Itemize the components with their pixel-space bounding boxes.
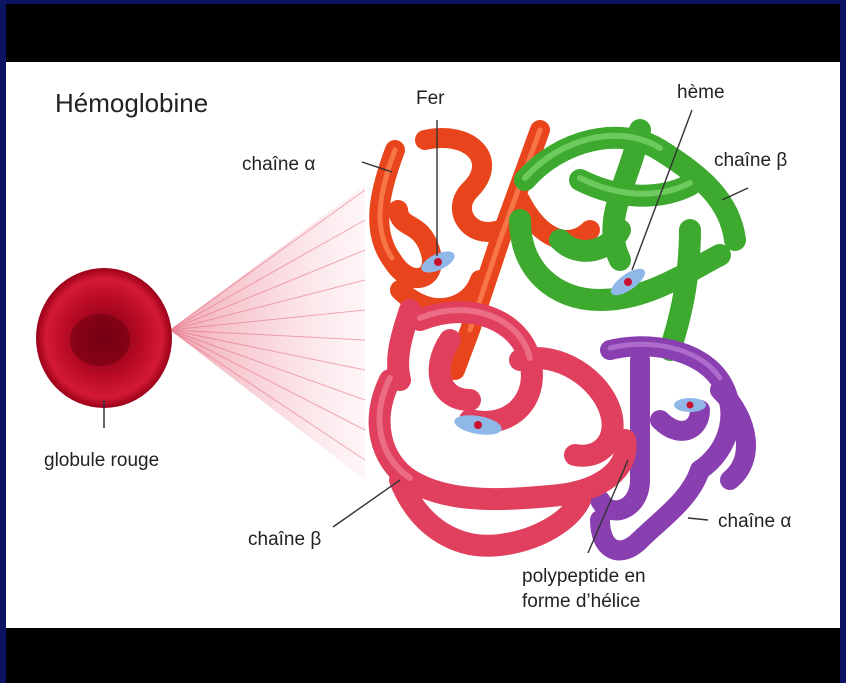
beta-chain-top (520, 130, 735, 350)
beta-chain-bottom (380, 310, 626, 546)
label-alpha-chain-top: chaîne α (242, 154, 315, 175)
red-blood-cell (36, 268, 172, 428)
label-red-blood-cell: globule rouge (44, 450, 159, 471)
zoom-fan (170, 185, 365, 480)
label-heme: hème (677, 82, 725, 103)
label-helix-line-2: forme d’hélice (522, 591, 640, 612)
label-alpha-chain-bottom: chaîne α (718, 511, 791, 532)
label-fer: Fer (416, 88, 445, 109)
label-beta-chain-bottom: chaîne β (248, 529, 321, 550)
label-helix-line-1: polypeptide en (522, 566, 646, 587)
label-beta-chain-top: chaîne β (714, 150, 787, 171)
diagram-title: Hémoglobine (55, 88, 208, 118)
